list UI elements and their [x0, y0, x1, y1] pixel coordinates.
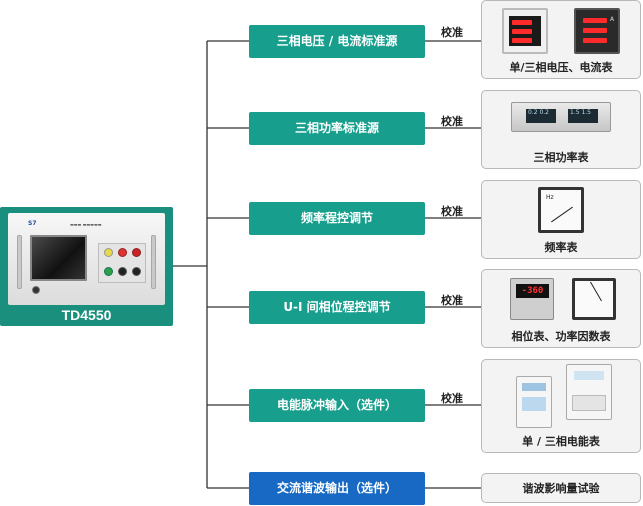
energy-meter-terminal [572, 395, 606, 411]
energy-meter-icon [516, 376, 552, 428]
function-harmonic-output: 交流谐波输出（选件） [249, 472, 425, 505]
energy-meter-display [574, 371, 604, 380]
terminal-red [132, 248, 141, 257]
voltmeter-icon [502, 8, 548, 54]
function-energy-pulse-input: 电能脉冲输入（选件） [249, 389, 425, 422]
device-brand-logo: S7 [28, 220, 37, 227]
target-panel-phase-meters: -360 相位表、功率因数表 [481, 269, 641, 348]
target-panel-voltage-current-meters: A 单/三相电压、电流表 [481, 0, 641, 79]
target-panel-energy-meters: 单 / 三相电能表 [481, 359, 641, 453]
target-label: 相位表、功率因数表 [511, 330, 611, 343]
target-label: 三相功率表 [533, 151, 589, 164]
device-knob [32, 286, 40, 294]
terminal-green [104, 267, 113, 276]
target-panel-power-meter: 0.2 0.2 1.5 1.5 三相功率表 [481, 90, 641, 169]
power-factor-meter-icon [572, 278, 616, 320]
calibrate-label: 校准 [441, 115, 463, 128]
frequency-unit: Hz [546, 194, 554, 201]
calibrate-label: 校准 [441, 26, 463, 39]
device-handle-left [17, 235, 22, 289]
power-meter-display: 0.2 0.2 [526, 109, 556, 123]
target-label: 频率表 [544, 241, 578, 254]
function-voltage-current-source: 三相电压 / 电流标准源 [249, 25, 425, 58]
device-terminal-panel [98, 243, 146, 283]
calibrate-label: 校准 [441, 392, 463, 405]
calibrate-label: 校准 [441, 294, 463, 307]
frequency-meter-icon: Hz [538, 187, 584, 233]
device-screen [30, 235, 87, 281]
energy-meter-icon [566, 364, 612, 420]
target-label: 单 / 三相电能表 [522, 435, 600, 448]
function-power-source: 三相功率标准源 [249, 112, 425, 145]
device-image: S7 ▬▬▬ ▬▬▬▬▬ [8, 213, 165, 305]
power-meter-display: 1.5 1.5 [568, 109, 598, 123]
target-label: 谐波影响量试验 [522, 482, 600, 495]
terminal-red [118, 248, 127, 257]
target-panel-harmonic-test: 谐波影响量试验 [481, 473, 641, 503]
frequency-needle [551, 206, 573, 223]
device-card: S7 ▬▬▬ ▬▬▬▬▬ TD4550 [0, 207, 173, 326]
function-frequency-control: 频率程控调节 [249, 202, 425, 235]
device-model-label: TD4550 [61, 307, 112, 323]
phase-meter-icon: -360 [510, 278, 554, 320]
device-panel-text: ▬▬▬ ▬▬▬▬▬ [70, 222, 102, 227]
energy-meter-label [522, 397, 546, 411]
calibrate-label: 校准 [441, 205, 463, 218]
target-label: 单/三相电压、电流表 [509, 61, 613, 74]
device-handle-right [151, 235, 156, 289]
function-phase-control: U-I 间相位程控调节 [249, 291, 425, 324]
target-panel-frequency-meter: Hz 频率表 [481, 180, 641, 259]
power-meter-icon: 0.2 0.2 1.5 1.5 [511, 102, 611, 132]
energy-meter-display [522, 383, 546, 391]
ammeter-icon: A [574, 8, 620, 54]
terminal-black [118, 267, 127, 276]
power-factor-needle [590, 281, 602, 302]
terminal-black [132, 267, 141, 276]
phase-meter-readout: -360 [516, 284, 549, 298]
terminal-yellow [104, 248, 113, 257]
